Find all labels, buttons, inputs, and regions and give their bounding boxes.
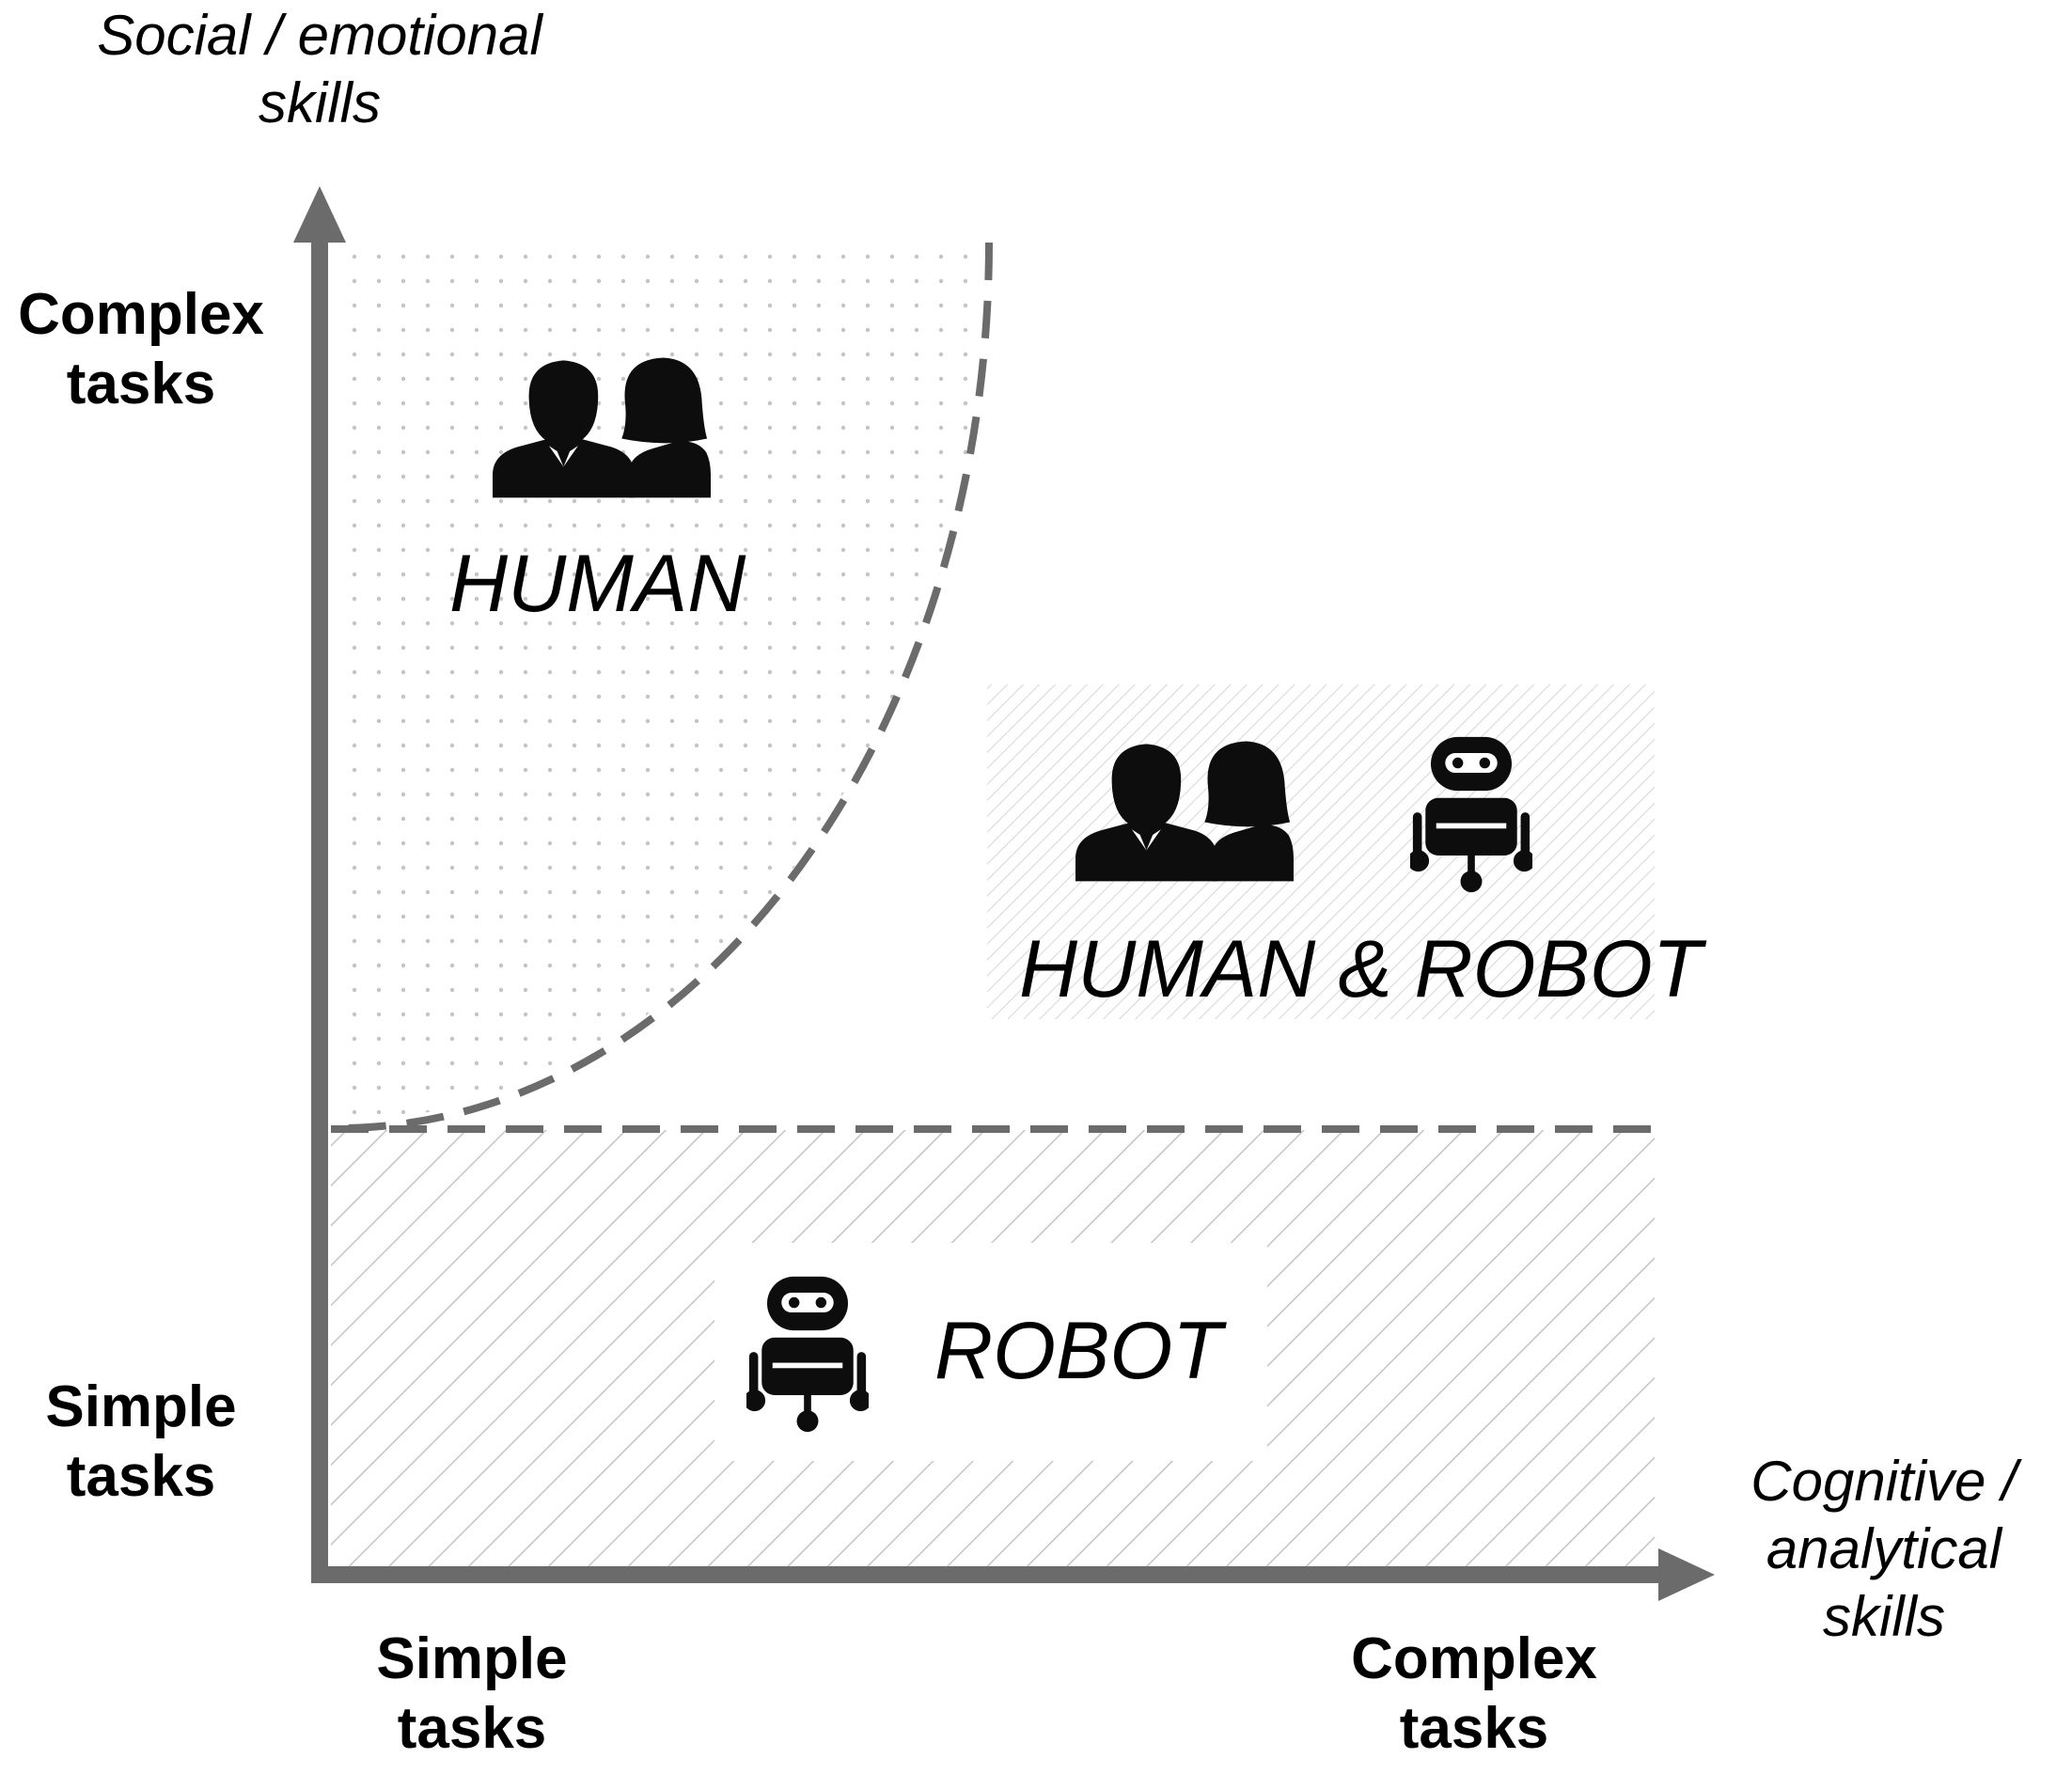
x-axis-arrowhead <box>1658 1548 1715 1601</box>
y-axis-title-line1: Social / emotional <box>97 4 542 67</box>
y-axis-title-line2: skills <box>259 71 381 134</box>
human-robot-zone-label: HUMAN & ROBOT <box>1019 924 1703 1014</box>
human-zone-boundary <box>337 242 993 1132</box>
y-tick-simple: Simple tasks <box>0 1373 282 1513</box>
y-tick-simple-line2: tasks <box>66 1444 216 1510</box>
y-tick-complex: Complex tasks <box>0 280 282 420</box>
x-axis-title-line1: Cognitive / <box>1750 1450 2017 1513</box>
y-axis-line <box>311 235 328 1583</box>
x-tick-simple-line1: Simple <box>376 1626 568 1691</box>
x-tick-simple-line2: tasks <box>397 1696 547 1762</box>
human-zone-label: HUMAN <box>449 539 746 629</box>
x-axis-title-line3: skills <box>1823 1585 1945 1648</box>
y-axis-title: Social / emotional skills <box>9 2 630 137</box>
x-axis-line <box>311 1566 1665 1583</box>
x-axis-title: Cognitive / analytical skills <box>1696 1448 2072 1651</box>
x-tick-complex: Complex tasks <box>1333 1625 1615 1765</box>
x-tick-simple: Simple tasks <box>331 1625 613 1765</box>
x-axis-title-line2: analytical <box>1766 1517 2002 1580</box>
y-tick-complex-line2: tasks <box>66 352 216 417</box>
y-tick-complex-line1: Complex <box>18 282 264 347</box>
robot-zone-label: ROBOT <box>934 1306 1222 1396</box>
x-tick-complex-line1: Complex <box>1351 1626 1597 1691</box>
x-tick-complex-line2: tasks <box>1399 1696 1549 1762</box>
y-tick-simple-line1: Simple <box>45 1374 237 1439</box>
y-axis-arrowhead <box>293 186 346 243</box>
